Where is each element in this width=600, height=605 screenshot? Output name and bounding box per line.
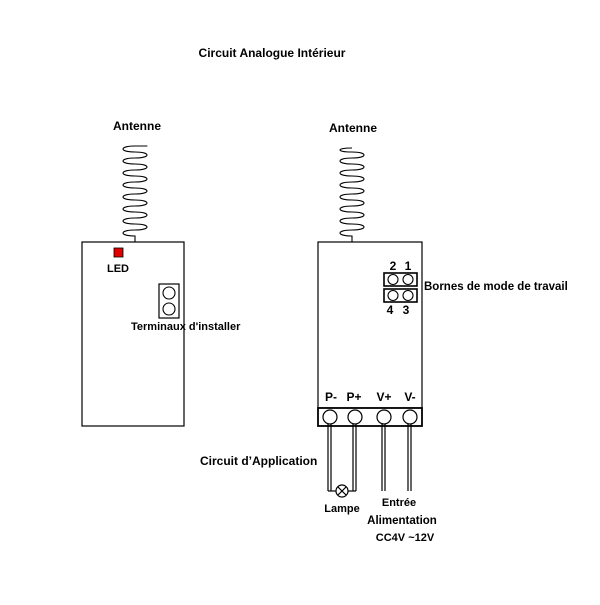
lamp-icon [335,484,349,498]
left-antenna-coil [122,145,148,242]
power-label-line3: CC4V ~12V [376,532,435,544]
terminal-label-p-plus: P+ [346,390,361,404]
terminal-p-plus [347,409,363,425]
jumper-number-3: 3 [403,303,410,317]
terminal-label-p-minus: P- [325,390,337,404]
jumper-number-1: 1 [405,259,412,273]
diagram-title: Circuit Analogue Intérieur [199,46,346,60]
install-terminals-label: Terminaux d'installer [131,321,241,333]
wires [327,424,412,492]
power-label-line1: Entrée [382,497,416,509]
jumper-pin-4 [387,289,399,302]
right-module-body [317,241,423,409]
terminal-label-v-plus: V+ [376,390,391,404]
install-terminal-hole-top [162,286,176,300]
terminal-v-plus [376,409,392,425]
right-antenna-label: Antenne [329,121,377,135]
power-label-line2: Alimentation [367,515,437,527]
application-circuit-label: Circuit d’Application [200,454,317,468]
install-terminal-hole-bottom [162,302,176,316]
jumper-pin-3 [402,289,414,302]
lamp-cross-2 [337,486,347,496]
lamp-label: Lampe [324,503,359,515]
terminal-p-minus [322,409,338,425]
right-antenna-coil [339,147,365,242]
left-antenna-label: Antenne [113,119,161,133]
jumper-pin-2 [387,273,399,286]
terminal-block [317,407,423,427]
terminal-label-v-minus: V- [404,390,415,404]
left-module-body [81,241,185,427]
terminal-strip [317,407,423,427]
terminal-v-minus [402,409,418,425]
work-mode-label: Bornes de mode de travail [424,281,568,293]
led-indicator [113,247,124,258]
jumper-number-4: 4 [387,303,394,317]
jumper-number-2: 2 [390,259,397,273]
jumper-pin-1 [402,273,414,286]
work-mode-jumpers [383,272,418,303]
install-terminals [158,283,180,319]
led-label: LED [107,263,129,275]
